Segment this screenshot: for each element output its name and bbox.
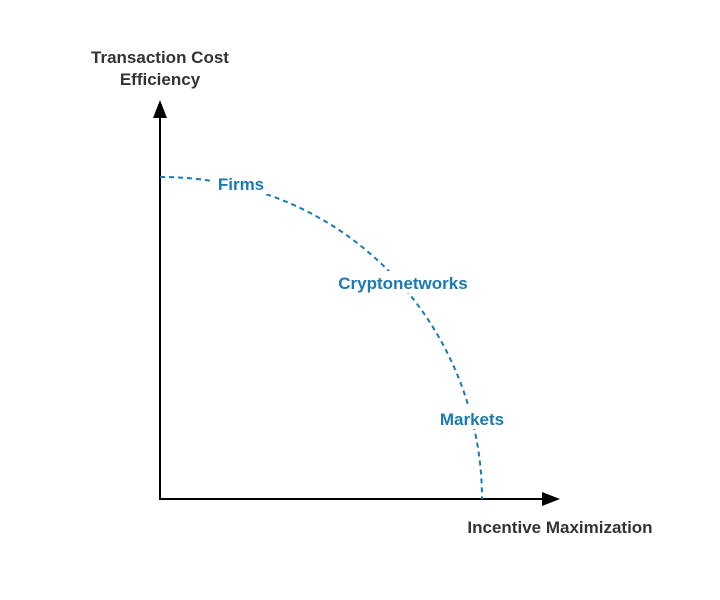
markets-label: Markets <box>440 410 504 429</box>
x-axis-arrowhead <box>542 492 560 506</box>
frontier-curve <box>159 176 483 500</box>
y-axis-title-line1: Transaction Cost <box>91 48 229 67</box>
y-axis-title-line2: Efficiency <box>120 70 201 89</box>
cryptonetworks-label-bg <box>331 271 475 293</box>
firms-label: Firms <box>218 175 264 194</box>
firms-label-bg <box>212 172 270 194</box>
y-axis-arrowhead <box>153 100 167 118</box>
x-axis-title: Incentive Maximization <box>467 518 652 537</box>
cryptonetworks-label: Cryptonetworks <box>338 274 467 293</box>
markets-label-bg <box>435 407 510 429</box>
